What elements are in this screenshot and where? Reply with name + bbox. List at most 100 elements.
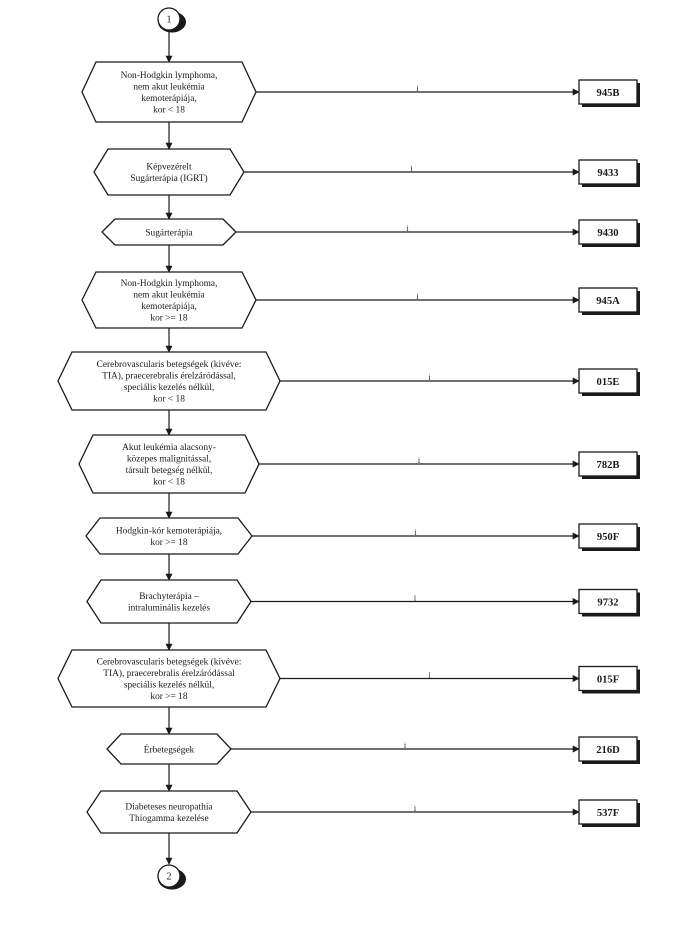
decision-10: Érbetegségek	[106, 733, 232, 765]
decision-label-line: nem akut leukémia	[133, 291, 205, 301]
outcome-box	[578, 588, 638, 615]
end-connector: 2	[157, 864, 186, 890]
branch-label: i	[418, 456, 421, 465]
outcome-015F: 015F	[578, 665, 640, 694]
connector-circle	[157, 7, 181, 31]
outcome-9433: 9433	[578, 159, 640, 187]
outcome-box	[578, 451, 638, 477]
decision-label-line: Brachyterápia –	[139, 592, 199, 602]
outcome-box	[578, 665, 638, 692]
branch-label: i	[428, 671, 431, 680]
decision-label-line: kor >= 18	[150, 314, 187, 324]
end-connector-label: 2	[167, 872, 172, 883]
outcome-950F: 950F	[578, 523, 640, 551]
decision-hexagon	[106, 733, 232, 765]
decision-label-line: TIA), praecerebralis érelzáródással,	[102, 371, 236, 382]
branch-label: i	[406, 224, 409, 233]
decision-hexagon	[85, 517, 253, 555]
decision-6: Akut leukémia alacsony-közepes malignitá…	[78, 434, 260, 494]
outcome-945B: 945B	[578, 79, 640, 107]
outcome-code: 945B	[597, 88, 620, 99]
flow-edges: i i i i i i i i i i i	[165, 30, 580, 865]
outcome-code: 015F	[597, 675, 619, 686]
decision-hexagon	[93, 148, 245, 196]
outcome-9430: 9430	[578, 219, 640, 247]
decision-nodes: Non-Hodgkin lymphoma,nem akut leukémiake…	[57, 61, 281, 834]
decision-label-line: Képvezérelt	[146, 163, 192, 173]
decision-hexagon	[57, 351, 281, 411]
decision-hexagon	[57, 649, 281, 708]
branch-label: i	[414, 804, 417, 813]
outcome-box	[578, 287, 638, 313]
decision-hexagon	[81, 61, 257, 123]
branch-label: i	[414, 594, 417, 603]
outcome-code: 216D	[596, 745, 620, 756]
outcome-box	[578, 79, 638, 105]
branch-label: i	[416, 84, 419, 93]
decision-label-line: kor < 18	[153, 478, 185, 488]
decision-label-line: Non-Hodgkin lymphoma,	[121, 71, 218, 81]
decision-label-line: speciális kezelés nélkül,	[124, 681, 214, 691]
decision-hexagon	[86, 579, 252, 624]
decision-4: Non-Hodgkin lymphoma, nem akut leukémiake…	[81, 271, 257, 329]
outcome-code: 015E	[597, 377, 620, 388]
decision-label-line: kor >= 18	[150, 692, 187, 702]
decision-label-line: speciális kezelés nélkül,	[124, 383, 214, 393]
outcome-code: 9430	[597, 228, 618, 239]
decision-label-line: Thiogamma kezelése	[129, 814, 208, 824]
branch-label: i	[414, 528, 417, 537]
start-connector: 1	[157, 7, 186, 33]
outcome-box	[578, 219, 638, 245]
outcome-box	[578, 523, 638, 549]
branch-label: i	[404, 741, 407, 750]
outcome-216D: 216D	[578, 736, 640, 764]
decision-label-line: Cerebrovascularis betegségek (kivéve:	[97, 359, 242, 370]
decision-label-line: nem akut leukémia	[133, 83, 205, 93]
outcome-code: 9732	[597, 598, 618, 609]
outcome-code: 950F	[597, 532, 619, 543]
outcome-code: 537F	[597, 808, 619, 819]
decision-label-line: Akut leukémia alacsony-	[122, 443, 216, 453]
branch-label: i	[410, 164, 413, 173]
decision-label-line: Cerebrovascularis betegségek (kivéve:	[97, 656, 242, 667]
connector-circle	[157, 864, 181, 888]
decision-label-line: TIA), praecerebralis érelzáródással	[103, 668, 235, 679]
decision-hexagon	[86, 790, 252, 834]
decision-label-line: Sugárterápia (IGRT)	[130, 173, 207, 184]
outcome-box	[578, 159, 638, 185]
decision-label-line: kemoterápiája,	[141, 302, 196, 312]
outcome-code: 9433	[597, 168, 618, 179]
decision-label-line: kor < 18	[153, 106, 185, 116]
outcome-nodes: 945B 9433 9430 945A 015E 782B 950F 9732 015F 216D…	[578, 79, 640, 827]
decision-9: Cerebrovascularis betegségek (kivéve:TIA…	[57, 649, 281, 708]
decision-label-line: társult betegség nélkül,	[126, 466, 213, 476]
outcome-945A: 945A	[578, 287, 640, 315]
decision-label-line: kor >= 18	[150, 538, 187, 548]
outcome-code: 782B	[597, 460, 620, 471]
decision-hexagon	[81, 271, 257, 329]
outcome-box	[578, 368, 638, 394]
decision-label-line: Érbetegségek	[144, 743, 195, 755]
outcome-537F: 537F	[578, 799, 640, 827]
decision-label-line: Hodgkin-kór kemoterápiája,	[116, 527, 222, 537]
decision-3: Sugárterápia	[101, 218, 237, 246]
branch-label: i	[428, 373, 431, 382]
decision-label-line: Non-Hodgkin lymphoma,	[121, 279, 218, 289]
decision-5: Cerebrovascularis betegségek (kivéve:TIA…	[57, 351, 281, 411]
decision-hexagon	[101, 218, 237, 246]
decision-label-line: intraluminális kezelés	[128, 604, 210, 614]
branch-label: i	[416, 292, 419, 301]
outcome-015E: 015E	[578, 368, 640, 396]
decision-hexagon	[78, 434, 260, 494]
decision-label-line: Diabeteses neuropathia	[125, 803, 213, 813]
outcome-code: 945A	[596, 296, 620, 307]
decision-1: Non-Hodgkin lymphoma,nem akut leukémiake…	[81, 61, 257, 123]
decision-label-line: kor < 18	[153, 395, 185, 405]
decision-label-line: közepes malignitással,	[127, 455, 211, 465]
decision-label-line: Sugárterápia	[145, 228, 193, 238]
outcome-782B: 782B	[578, 451, 640, 479]
decision-7: Hodgkin-kór kemoterápiája,kor >= 18	[85, 517, 253, 555]
